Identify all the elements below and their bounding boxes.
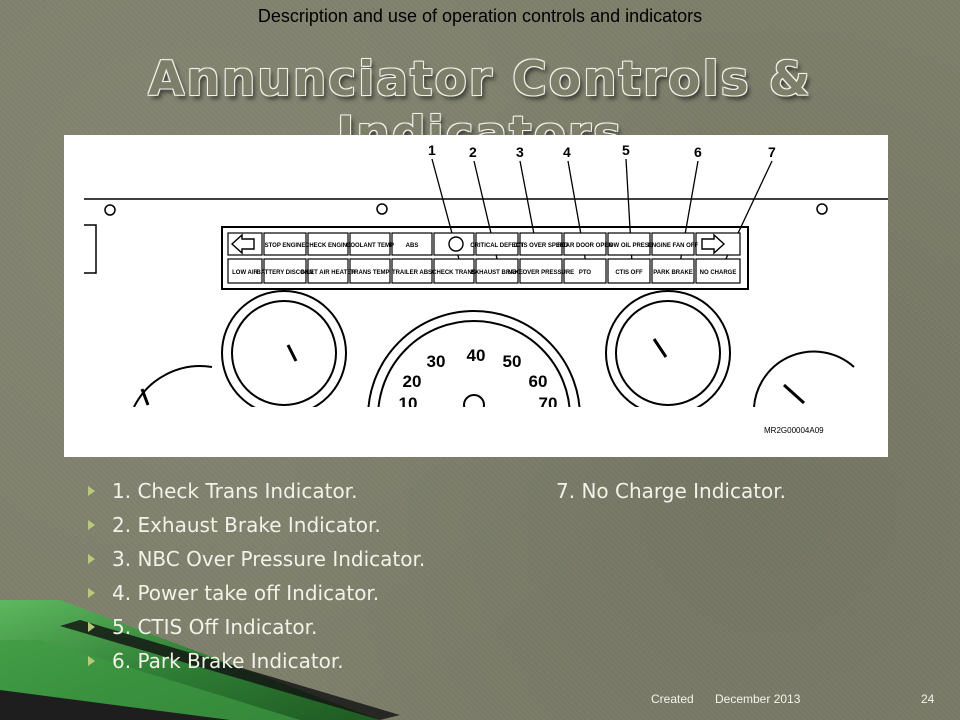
panel-label-low-oil-press: LOW OIL PRESS <box>605 243 653 249</box>
bullet-text: 2. Exhaust Brake Indicator. <box>112 513 381 537</box>
list-item: 5. CTIS Off Indicator. <box>88 610 425 644</box>
panel-label-engine-fan-off: ENGINE FAN OFF <box>648 243 699 249</box>
bullet-arrow-icon <box>88 588 95 598</box>
slide-caption: Description and use of operation control… <box>257 6 703 26</box>
bullet-arrow-icon <box>88 656 95 666</box>
footer-date: December 2013 <box>715 692 801 706</box>
bullet-text: 3. NBC Over Pressure Indicator. <box>112 547 426 571</box>
bullet-text: 6. Park Brake Indicator. <box>112 649 344 673</box>
annunciator-diagram: 1 2 3 4 5 6 7 <box>64 135 888 457</box>
headlight-icon <box>448 236 464 252</box>
panel-label-critical-defect: CRITICAL DEFECT <box>470 243 524 249</box>
panel-label-rear-door-open: REAR DOOR OPEN <box>557 243 612 249</box>
no-charge-indicator-text: 7. No Charge Indicator. <box>556 479 787 503</box>
panel-label-ctis-off: CTIS OFF <box>615 270 643 276</box>
callout-6: 6 <box>694 144 702 160</box>
list-item: 6. Park Brake Indicator. <box>88 644 425 678</box>
panel-label-low-air: LOW AIR <box>232 270 258 276</box>
list-item: 3. NBC Over Pressure Indicator. <box>88 542 425 576</box>
bullet-text: 4. Power take off Indicator. <box>112 581 380 605</box>
panel-label-check-trans: CHECK TRANS <box>432 270 476 276</box>
indicator-list: 1. Check Trans Indicator. 2. Exhaust Bra… <box>88 474 425 678</box>
page-number: 24 <box>921 692 935 706</box>
speedo-label-50: 50 <box>503 352 522 371</box>
list-item: 4. Power take off Indicator. <box>88 576 425 610</box>
bullet-text: 5. CTIS Off Indicator. <box>112 615 318 639</box>
callout-7: 7 <box>768 144 776 160</box>
callout-3: 3 <box>516 144 524 160</box>
bullet-arrow-icon <box>88 486 95 496</box>
bullet-text: 1. Check Trans Indicator. <box>112 479 358 503</box>
panel-label-park-brake: PARK BRAKE <box>653 270 693 276</box>
left-small-gauge <box>221 290 347 416</box>
panel-label-inlet-air-heater: INLET AIR HEATER <box>301 270 357 276</box>
panel-label-trailer-abs: TRAILER ABS <box>392 270 432 276</box>
panel-label-stop-engine: STOP ENGINE <box>265 243 306 249</box>
panel-label-nbc-over-pressure: NBC OVER PRESSURE <box>508 270 574 276</box>
panel-label-battery-disconn: BATTERY DISCONN <box>257 270 314 276</box>
panel-label-coolant-temp: COOLANT TEMP <box>346 243 394 249</box>
speedo-label-40: 40 <box>467 346 486 365</box>
panel-label-check-engine: CHECK ENGINE <box>305 243 351 249</box>
bullet-arrow-icon <box>88 622 95 632</box>
right-small-gauge <box>605 290 731 416</box>
list-item: 1. Check Trans Indicator. <box>88 474 425 508</box>
speedo-label-60: 60 <box>529 372 548 391</box>
drawing-code: MR2G00004A09 <box>764 426 824 435</box>
panel-label-exhaust-brake: EXHAUST BRAKE <box>471 270 523 276</box>
speedo-label-20: 20 <box>403 372 422 391</box>
right-arrow-icon <box>701 233 726 255</box>
panel-label-pto: PTO <box>579 270 592 276</box>
list-item: 2. Exhaust Brake Indicator. <box>88 508 425 542</box>
callout-2: 2 <box>469 144 477 160</box>
panel-label-abs: ABS <box>406 243 419 249</box>
bullet-arrow-icon <box>88 520 95 530</box>
panel-label-no-charge: NO CHARGE <box>700 270 737 276</box>
panel-label-ctis-over-speed: CTIS OVER SPEED <box>514 243 569 249</box>
left-arrow-icon <box>230 233 255 255</box>
speedo-label-30: 30 <box>427 352 446 371</box>
callout-4: 4 <box>563 144 571 160</box>
bullet-arrow-icon <box>88 554 95 564</box>
callout-1: 1 <box>428 142 436 158</box>
footer-created: Created <box>651 692 694 706</box>
callout-5: 5 <box>622 142 630 158</box>
panel-label-trans-temp: TRANS TEMP <box>351 270 390 276</box>
